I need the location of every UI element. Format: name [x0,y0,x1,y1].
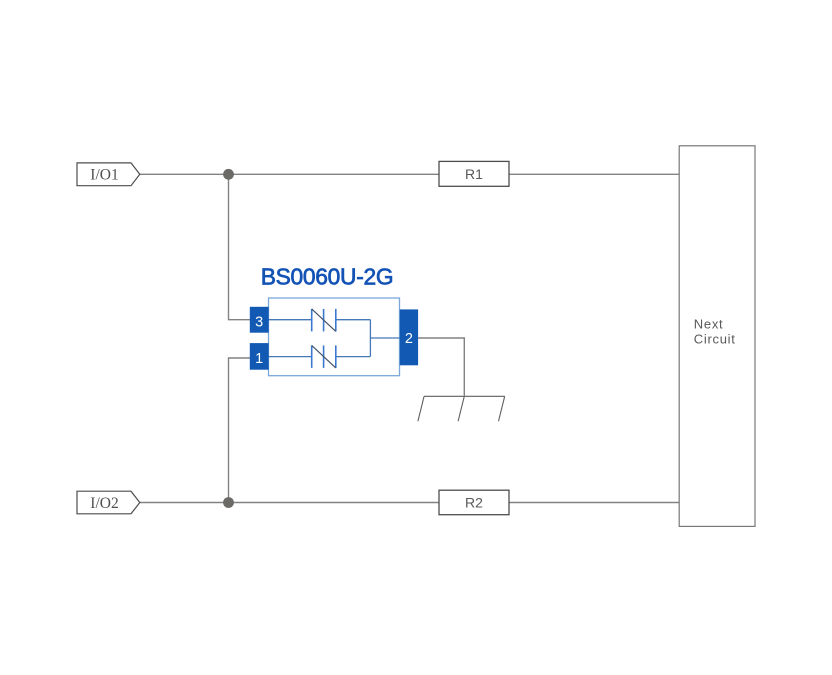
svg-text:I/O1: I/O1 [90,167,118,184]
svg-text:Next: Next [694,316,724,331]
svg-text:Circuit: Circuit [694,332,736,347]
svg-text:R2: R2 [465,494,483,510]
svg-text:2: 2 [405,331,413,347]
svg-text:3: 3 [255,314,263,330]
svg-text:1: 1 [255,351,263,367]
svg-text:BS0060U-2G: BS0060U-2G [261,263,394,289]
svg-text:I/O2: I/O2 [90,495,118,512]
svg-text:R1: R1 [465,166,483,182]
